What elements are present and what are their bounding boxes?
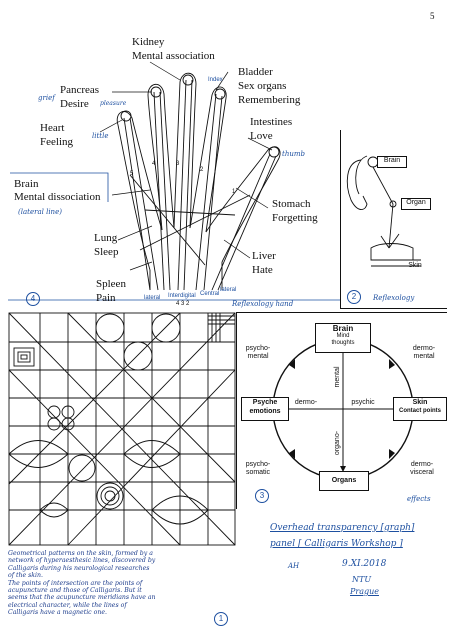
edge-psycho-mental-2: mental [247, 353, 269, 360]
sig-org-2: Prague [350, 587, 379, 596]
label-heart: Heart [40, 122, 65, 134]
label-love: Love [250, 130, 273, 142]
label-sex-organs: Sex organs [238, 80, 287, 92]
sig-line-1: Overhead transparency [graph] [270, 523, 415, 533]
grid-caption: Geometrical patterns on the skin, formed… [8, 550, 236, 617]
caption-line-4: of the skin. [8, 572, 43, 580]
node-brain-sub2: thoughts [331, 340, 355, 346]
node-brain-sub1: Mind [336, 333, 350, 339]
label-lateral-line: (lateral line) [18, 208, 62, 216]
label-lateral-right: lateral [220, 287, 237, 293]
label-little-finger: little [92, 132, 109, 140]
label-num-1: 1 [232, 189, 236, 195]
caption-line-6: acupuncture and those of Calligaris. But… [8, 587, 142, 595]
caption-line-8: electrical character, while the lines of [8, 601, 127, 609]
effects-label: effects [407, 495, 431, 503]
label-num-4: 4 [152, 161, 156, 167]
signature-block: Overhead transparency [graph] panel [ Ca… [240, 512, 446, 630]
edge-psycho-somatic-1: psycho- [245, 461, 271, 468]
node-psyche-title: Psyche [252, 399, 278, 406]
node-psyche: Psyche emotions [241, 397, 289, 421]
caption-line-3: Calligaris during his neurological resea… [8, 564, 150, 572]
node-psyche-sub: emotions [249, 408, 281, 415]
label-sleep: Sleep [94, 246, 119, 258]
edge-dermo-mental-2: mental [413, 353, 435, 360]
label-lung: Lung [94, 232, 118, 244]
reflexology-panel: Brain Organ Skin Reflexology 2 [340, 130, 447, 309]
panel-number-1: 1 [214, 612, 228, 626]
effects-panel: Brain Mind thoughts Psyche emotions Skin… [236, 312, 447, 509]
panel-number-3: 3 [255, 489, 269, 503]
edge-psycho-somatic: psycho- somatic [239, 461, 277, 477]
label-spleen: Spleen [96, 278, 126, 290]
edge-mental: mental [334, 366, 341, 388]
reflex-title: Reflexology [373, 294, 415, 302]
label-interdigital: Interdigital [168, 293, 196, 299]
panel-number-4: 4 [26, 292, 40, 306]
edge-psycho-somatic-2: somatic [245, 469, 271, 476]
reflex-skin-label: Skin [408, 262, 422, 269]
caption-line-5: The points of intersection are the point… [8, 579, 143, 587]
label-brain-hand: Brain [14, 178, 39, 190]
edge-dermo: dermo- [294, 399, 318, 406]
hand-drawing [8, 61, 340, 301]
label-stomach: Stomach [272, 198, 311, 210]
reflex-organ-box: Organ [401, 198, 431, 210]
caption-line-9: Calligaris have a magnetic one. [8, 609, 107, 617]
edge-dermo-mental-1: dermo- [412, 345, 436, 352]
grid-panel: Geometrical patterns on the skin, formed… [8, 312, 236, 628]
label-lateral-left: lateral [144, 295, 161, 301]
label-mental-association: Mental association [132, 50, 215, 62]
label-kidney: Kidney [132, 36, 165, 48]
label-mental-dissociation: Mental dissociation [14, 191, 101, 203]
label-num-5: 5 [130, 171, 134, 177]
label-liver: Liver [252, 250, 276, 262]
hand-panel: Kidney Mental association grief Pancreas… [0, 0, 340, 310]
sig-date: 9.XI.2018 [342, 559, 387, 569]
edge-organo: organo- [334, 430, 341, 456]
label-bladder: Bladder [238, 66, 273, 78]
edge-dermo-visceral-1: dermo- [410, 461, 434, 468]
label-footer-nums: 4 3 2 [176, 301, 190, 307]
label-central: Central [200, 291, 220, 297]
node-skin: Skin Contact points [393, 397, 447, 421]
edge-dermo-visceral: dermo- visceral [403, 461, 441, 477]
edge-dermo-mental: dermo- mental [407, 345, 441, 361]
label-pancreas: Pancreas [60, 84, 100, 96]
label-desire: Desire [60, 98, 89, 110]
label-grief: grief [38, 94, 55, 102]
label-thumb: thumb [282, 150, 305, 158]
label-remembering: Remembering [238, 94, 301, 106]
label-pleasure: pleasure [100, 100, 127, 107]
label-num-2: 2 [200, 167, 204, 173]
label-hate: Hate [252, 264, 273, 276]
reflexology-drawing [346, 155, 421, 267]
caption-line-7: seems that the acupuncture meridians hav… [8, 594, 156, 602]
caption-line-1: Geometrical patterns on the skin, formed… [8, 550, 153, 557]
label-index-finger: Index [208, 77, 223, 83]
page-number: 5 [430, 11, 435, 21]
caption-line-2: network of hyperaesthesic lines, discove… [8, 557, 156, 565]
node-brain-title: Brain [332, 324, 354, 333]
label-reflexology-hand: Reflexology hand [232, 300, 294, 308]
label-num-3: 3 [176, 161, 180, 167]
geometric-pattern-grid [8, 312, 236, 546]
node-brain: Brain Mind thoughts [315, 323, 371, 353]
label-feeling: Feeling [40, 136, 73, 148]
reflex-brain-box: Brain [377, 156, 407, 168]
node-organs: Organs [319, 471, 369, 491]
panel-number-2: 2 [347, 290, 361, 304]
edge-psycho-mental-1: psycho- [245, 345, 271, 352]
label-pain: Pain [96, 292, 116, 304]
sig-org-1: NTU [352, 575, 372, 584]
label-forgetting: Forgetting [272, 212, 318, 224]
edge-psycho-mental: psycho- mental [241, 345, 275, 361]
sig-initials: AH [288, 562, 300, 570]
edge-dermo-visceral-2: visceral [410, 469, 434, 476]
edge-psychic: psychic [351, 399, 375, 406]
node-skin-sub: Contact points [399, 408, 441, 414]
sig-line-2: panel [ Calligaris Workshop ] [270, 539, 403, 549]
label-intestines: Intestines [250, 116, 293, 128]
node-skin-title: Skin [412, 399, 428, 406]
